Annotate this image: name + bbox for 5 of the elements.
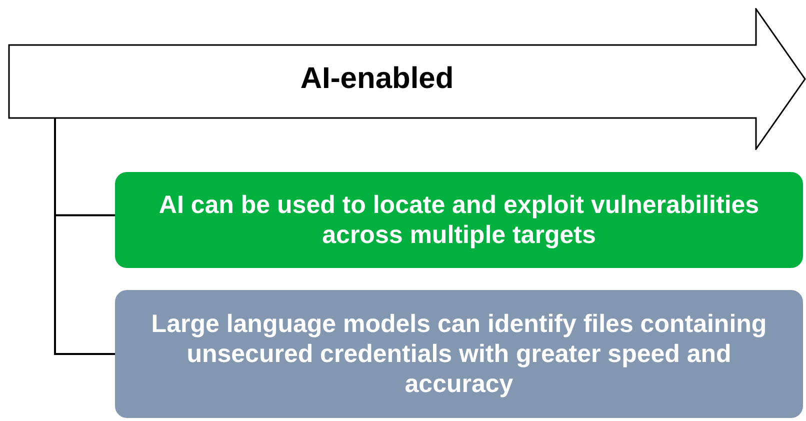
- box-text: Large language models can identify files containing unsecured credentials with greater speed and accuracy: [150, 309, 768, 399]
- rounded-box: [115, 172, 803, 268]
- banner-title: AI-enabled: [300, 61, 454, 97]
- rounded-box: [115, 290, 803, 418]
- box-text: AI can be used to locate and exploit vulnerabilities across multiple targets: [158, 190, 760, 250]
